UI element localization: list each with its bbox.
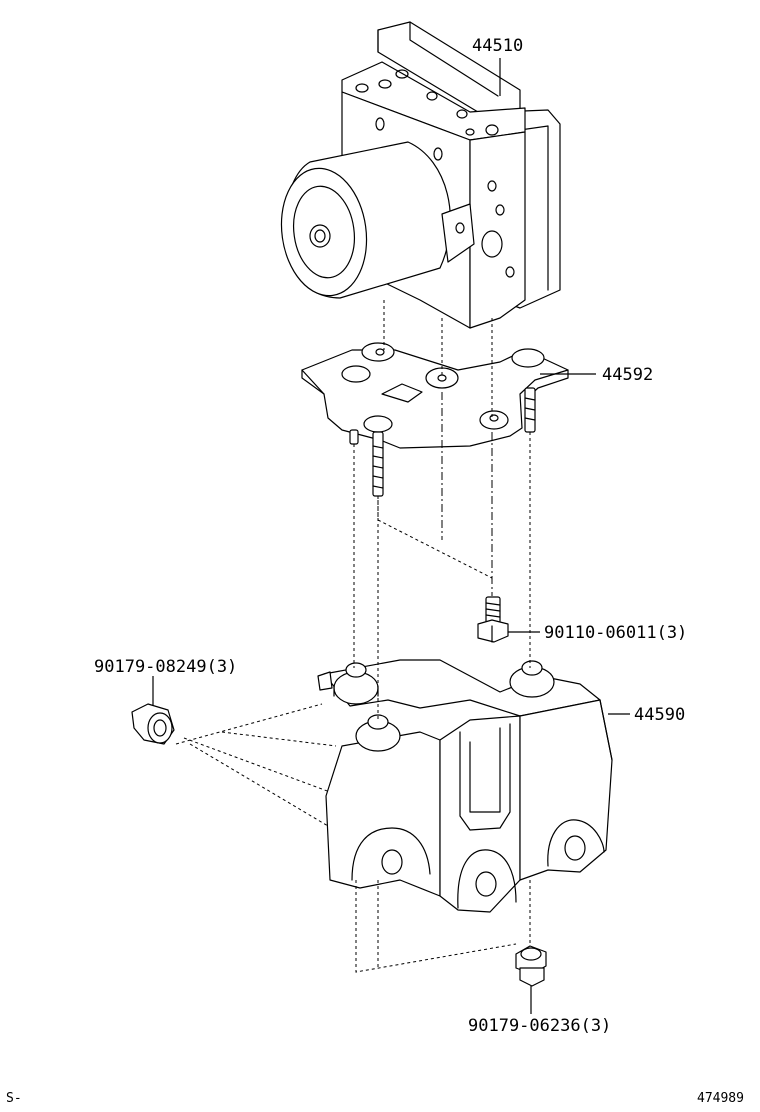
- label-90179-08249: 90179-08249(3): [94, 657, 237, 677]
- label-90179-06236: 90179-06236(3): [468, 1016, 611, 1036]
- upper-bracket[interactable]: [301, 342, 569, 497]
- footer-right-code: 474989: [697, 1091, 744, 1106]
- label-44510: 44510: [472, 36, 523, 56]
- bolt-90110[interactable]: [477, 596, 509, 643]
- abs-actuator[interactable]: [274, 21, 561, 329]
- label-44590: 44590: [634, 705, 685, 725]
- footer-left-code: S-: [6, 1091, 22, 1106]
- nut-left[interactable]: [131, 703, 175, 745]
- label-44592: 44592: [602, 365, 653, 385]
- label-90110-06011: 90110-06011(3): [544, 623, 687, 643]
- nut-bottom[interactable]: [515, 945, 547, 987]
- leader-lines: [152, 58, 630, 1014]
- lower-bracket[interactable]: [317, 659, 613, 913]
- assembly-guide-lines: [175, 300, 531, 973]
